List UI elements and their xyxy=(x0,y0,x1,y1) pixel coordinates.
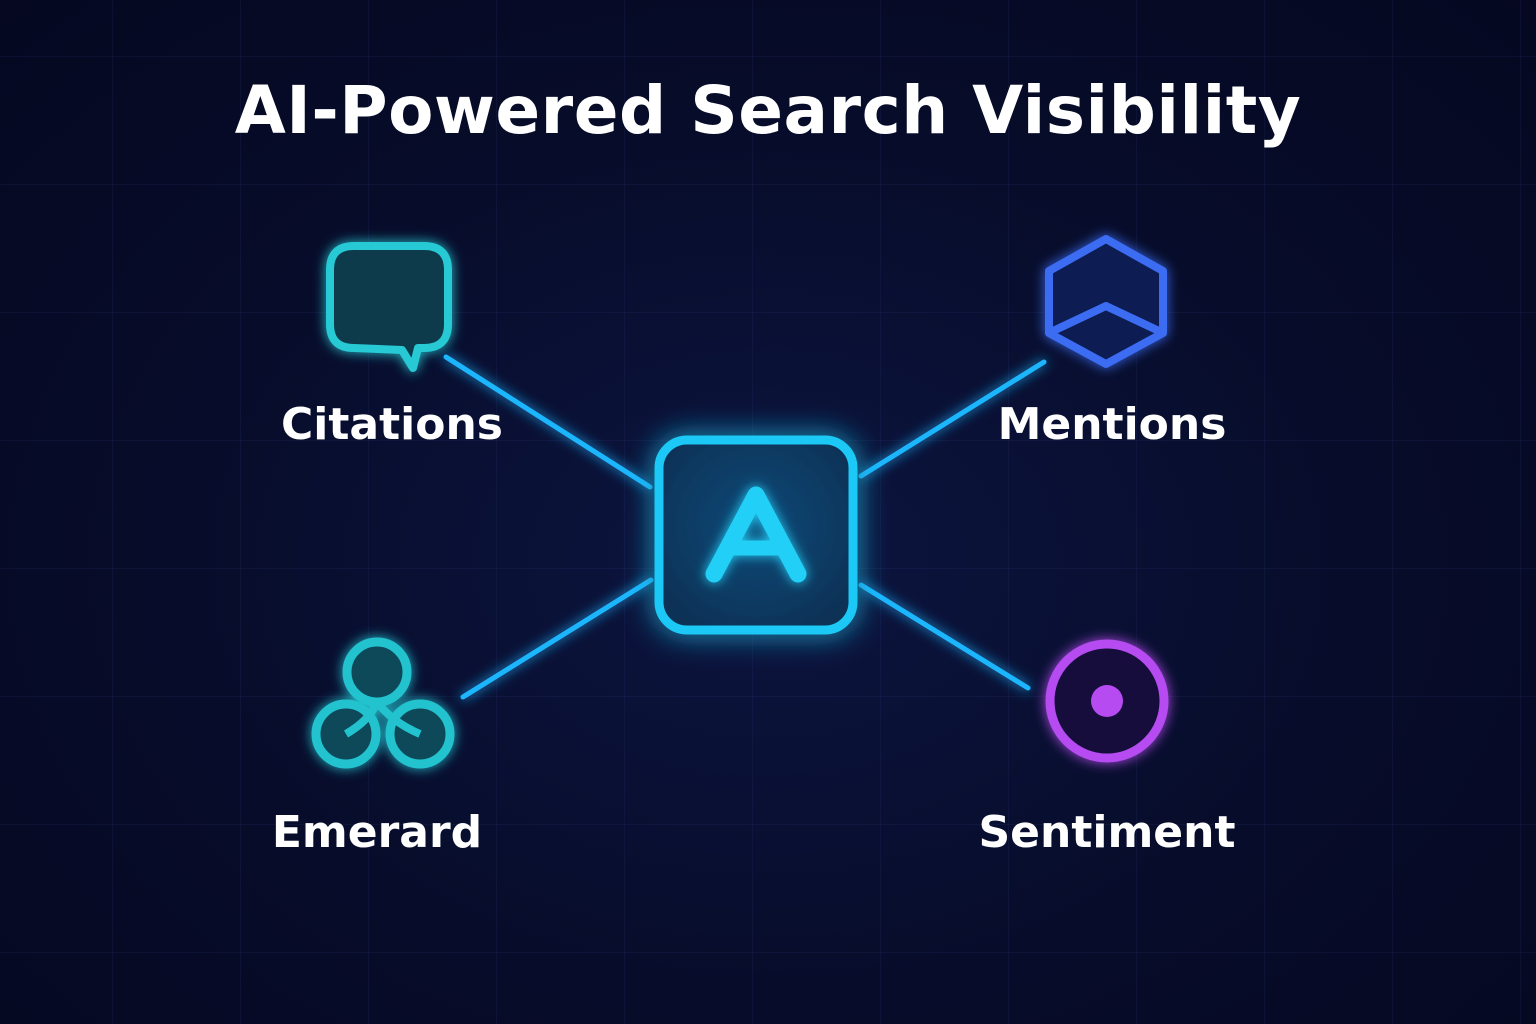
diagram-title: AI-Powered Search Visibility xyxy=(234,72,1302,149)
connector-citations xyxy=(443,354,653,490)
connector-sentiment xyxy=(858,582,1031,691)
connectors xyxy=(443,354,1047,700)
connector-mentions xyxy=(858,359,1047,479)
center-hub xyxy=(654,435,858,635)
letter-a-icon xyxy=(705,486,807,583)
trefoil-icon xyxy=(311,637,455,769)
target-icon xyxy=(1045,639,1169,763)
connector-emerard xyxy=(460,577,654,700)
node-label-sentiment: Sentiment xyxy=(978,807,1236,858)
hexagon-icon xyxy=(1045,235,1167,368)
node-label-citations: Citations xyxy=(281,399,503,450)
node-label-mentions: Mentions xyxy=(997,399,1227,450)
speech-bubble-icon xyxy=(326,242,452,372)
node-label-emerard: Emerard xyxy=(271,807,483,858)
